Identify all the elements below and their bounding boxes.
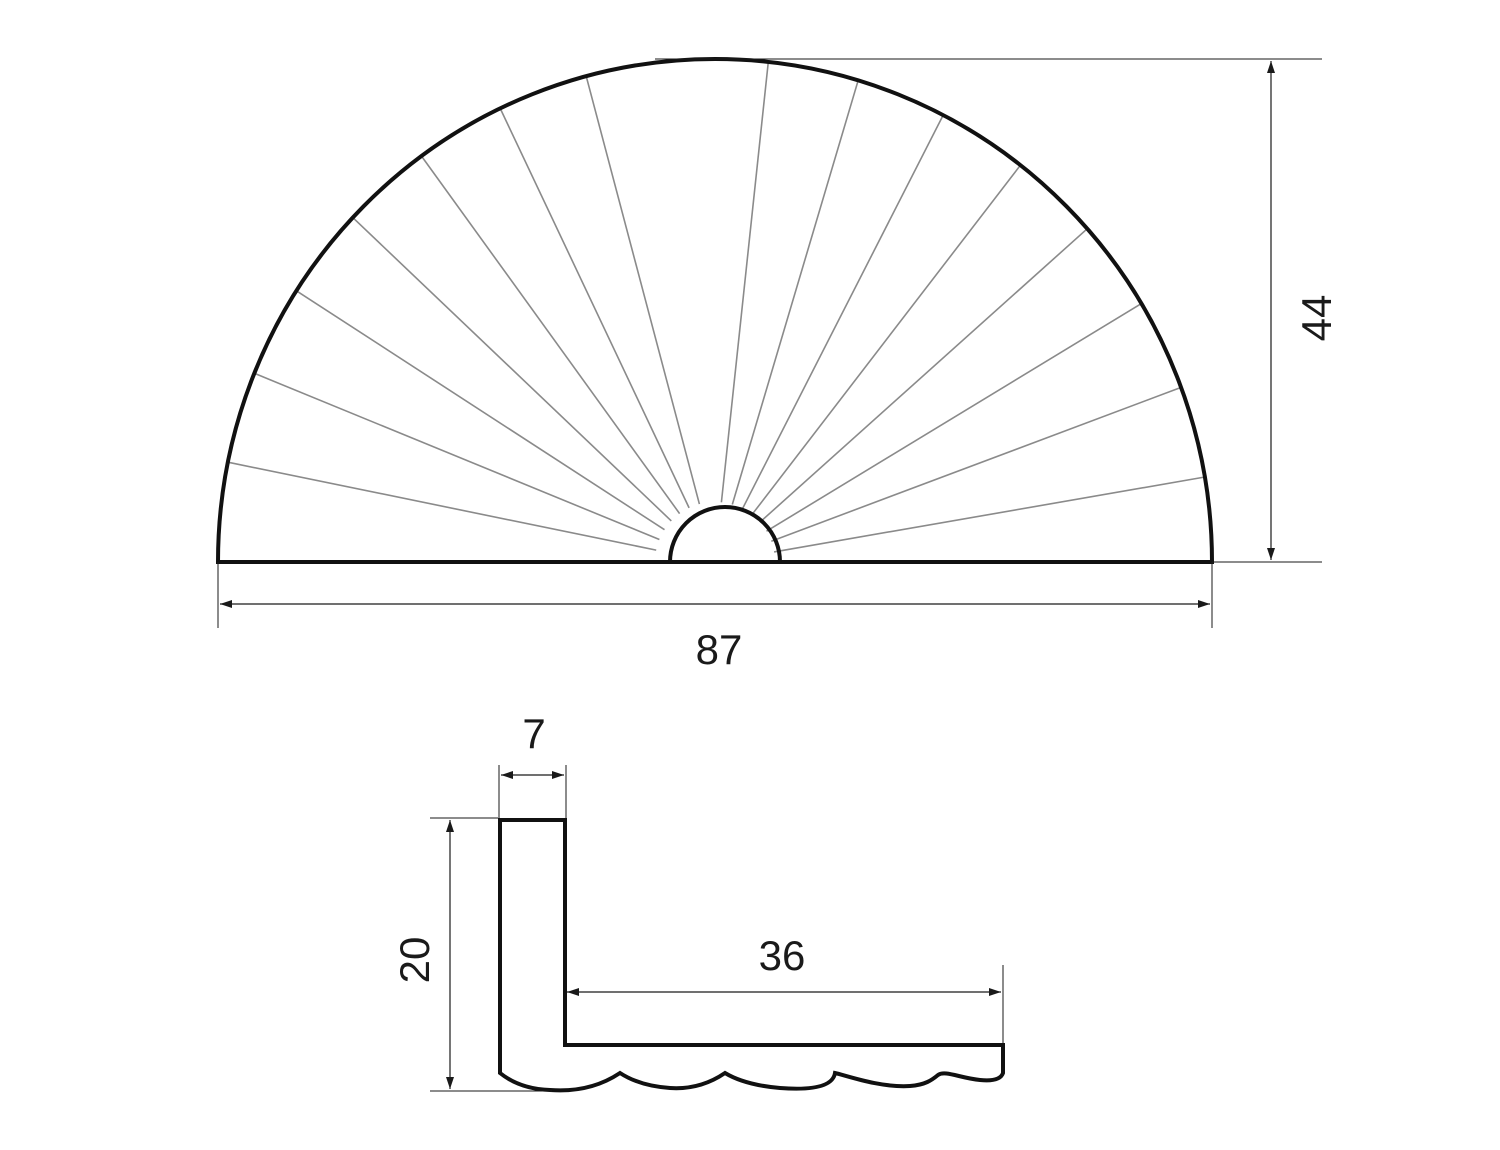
fan-ray [352,217,672,522]
height-dimension-label: 44 [1293,295,1340,342]
fan-ray [766,302,1142,532]
thickness-dimension-label: 7 [522,710,545,757]
fan-ray [773,476,1206,553]
fan-ray [253,372,660,541]
fan-rays [227,61,1206,553]
fan-ray [741,114,944,510]
profile-outline [498,818,1005,1093]
fan-ray [295,290,665,531]
fan-ray [227,461,657,551]
fan-ray [720,61,770,503]
fan-ray [771,386,1182,542]
fan-ray [585,75,701,505]
semicircle-view: 87 44 [215,57,1340,673]
fan-ray [759,228,1088,523]
profile-height-dimension-label: 20 [391,937,438,984]
fan-ray [731,80,859,505]
semicircle-outline [215,57,1215,564]
center-hub [668,505,782,563]
fan-ray [751,164,1022,516]
fan-ray [420,155,681,515]
fan-ray [499,108,690,509]
length-dimension-label: 36 [759,932,806,979]
profile-view: 7 20 36 [391,710,1005,1093]
width-dimension-label: 87 [696,626,743,673]
